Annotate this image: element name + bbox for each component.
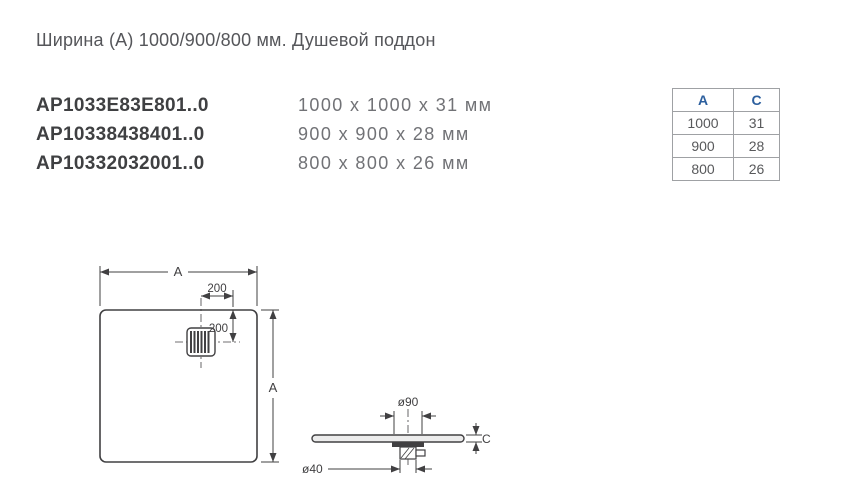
dimension-height-a: A (261, 309, 279, 463)
drain-grate-icon (186, 327, 216, 357)
top-view-diagram: A 200 200 A (99, 264, 279, 463)
dimension-thickness-c: C (466, 423, 491, 454)
product-row: AP1033E83E801..0 1000 x 1000 x 31 мм (36, 95, 492, 124)
table-cell-a: 1000 (672, 111, 734, 135)
table-cell-a: 900 (672, 134, 734, 158)
dimension-width-a: A (99, 264, 258, 306)
dimension-label-drain-diameter: ø90 (398, 395, 419, 409)
product-code: AP10338438401..0 (36, 124, 205, 145)
product-code: AP10332032001..0 (36, 153, 205, 174)
dimension-offset-y-200: 200 (209, 310, 237, 342)
table-cell-c: 28 (733, 134, 780, 158)
dimension-label-offset-y: 200 (209, 323, 228, 335)
table-cell-c: 31 (733, 111, 780, 135)
side-view-diagram: ø90 C ø40 (302, 395, 491, 476)
tray-profile (311, 434, 465, 443)
product-row: AP10338438401..0 900 x 900 x 28 мм (36, 124, 492, 153)
table-cell-c: 26 (733, 157, 780, 181)
table-row: 900 28 (672, 134, 780, 158)
dimension-label-width-a: A (174, 264, 183, 279)
product-size: 1000 x 1000 x 31 мм (298, 95, 493, 115)
dimension-drain-diameter: ø90 (380, 395, 436, 434)
dimension-label-outlet-diameter: ø40 (302, 462, 323, 476)
shower-tray-outline (99, 309, 258, 463)
product-row: AP10332032001..0 800 x 800 x 26 мм (36, 153, 492, 182)
table-row: 800 26 (672, 157, 780, 181)
dimension-label-height-a: A (269, 380, 278, 395)
drain-trap (392, 442, 426, 460)
dimension-offset-x-200: 200 (201, 283, 234, 307)
product-code: AP1033E83E801..0 (36, 95, 209, 116)
product-size: 900 x 900 x 28 мм (298, 124, 470, 144)
dimensions-table: A C 1000 31 900 28 800 26 (672, 88, 780, 181)
product-size: 800 x 800 x 26 мм (298, 153, 470, 173)
dimension-label-thickness: C (482, 432, 491, 446)
table-row: 1000 31 (672, 111, 780, 135)
dimension-outlet-diameter: ø40 (302, 460, 432, 476)
table-header-row: A C (672, 88, 780, 112)
page-title: Ширина (А) 1000/900/800 мм. Душевой подд… (36, 30, 436, 50)
table-header-c: C (733, 88, 780, 112)
dimension-label-offset-x: 200 (207, 283, 226, 295)
table-cell-a: 800 (672, 157, 734, 181)
table-header-a: A (672, 88, 734, 112)
product-list: AP1033E83E801..0 1000 x 1000 x 31 мм AP1… (36, 95, 492, 182)
